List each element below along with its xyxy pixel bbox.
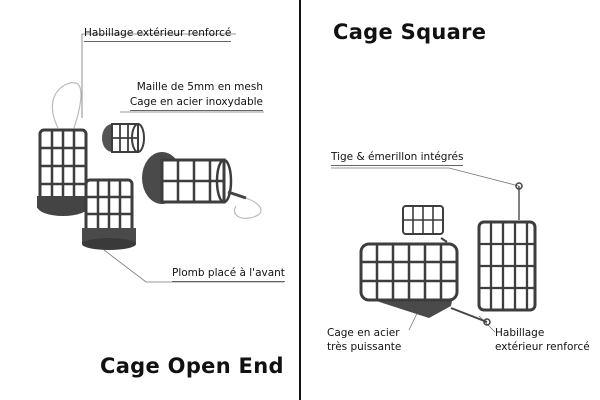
cage-horizontal bbox=[142, 152, 262, 219]
cage-front-weighted bbox=[82, 178, 136, 250]
title-cage-open-end: Cage Open End bbox=[100, 354, 284, 378]
title-cage-square: Cage Square bbox=[333, 20, 487, 44]
cage-small bbox=[102, 123, 145, 153]
label-habillage: Habillage extérieur renforcé bbox=[84, 26, 232, 42]
cage-square-large bbox=[359, 242, 491, 326]
label-cage-acier-line2: très puissante bbox=[327, 341, 402, 353]
leader-line-habillage bbox=[81, 33, 236, 42]
cage-square-illustration bbox=[331, 167, 537, 333]
cage-square-tall bbox=[477, 182, 537, 312]
label-habillage-line1: Habillage bbox=[495, 327, 545, 339]
leader-line-tige bbox=[331, 167, 520, 187]
label-tige: Tige & émerillon intégrés bbox=[331, 150, 464, 166]
cage-square-panel: Cage Square Tige & émerillon intégrés Ca… bbox=[301, 0, 600, 400]
label-maille-line1: Maille de 5mm en mesh bbox=[136, 81, 263, 93]
label-habillage-line2: extérieur renforcé bbox=[495, 341, 590, 353]
cage-open-end-illustration bbox=[37, 33, 284, 283]
panel-divider bbox=[299, 0, 301, 400]
label-plomb: Plomb placé à l'avant bbox=[172, 266, 285, 282]
wire-loop bbox=[51, 82, 82, 129]
cage-open-end-panel: Habillage extérieur renforcé Maille de 5… bbox=[0, 0, 299, 400]
cage-square-small bbox=[402, 205, 448, 243]
label-maille-line2: Cage en acier inoxydable bbox=[129, 95, 263, 111]
cage-tall-left bbox=[37, 128, 89, 216]
label-cage-acier-line1: Cage en acier bbox=[327, 327, 400, 339]
leader-line-habillage-right bbox=[478, 315, 496, 333]
leader-line-plomb bbox=[103, 249, 284, 283]
